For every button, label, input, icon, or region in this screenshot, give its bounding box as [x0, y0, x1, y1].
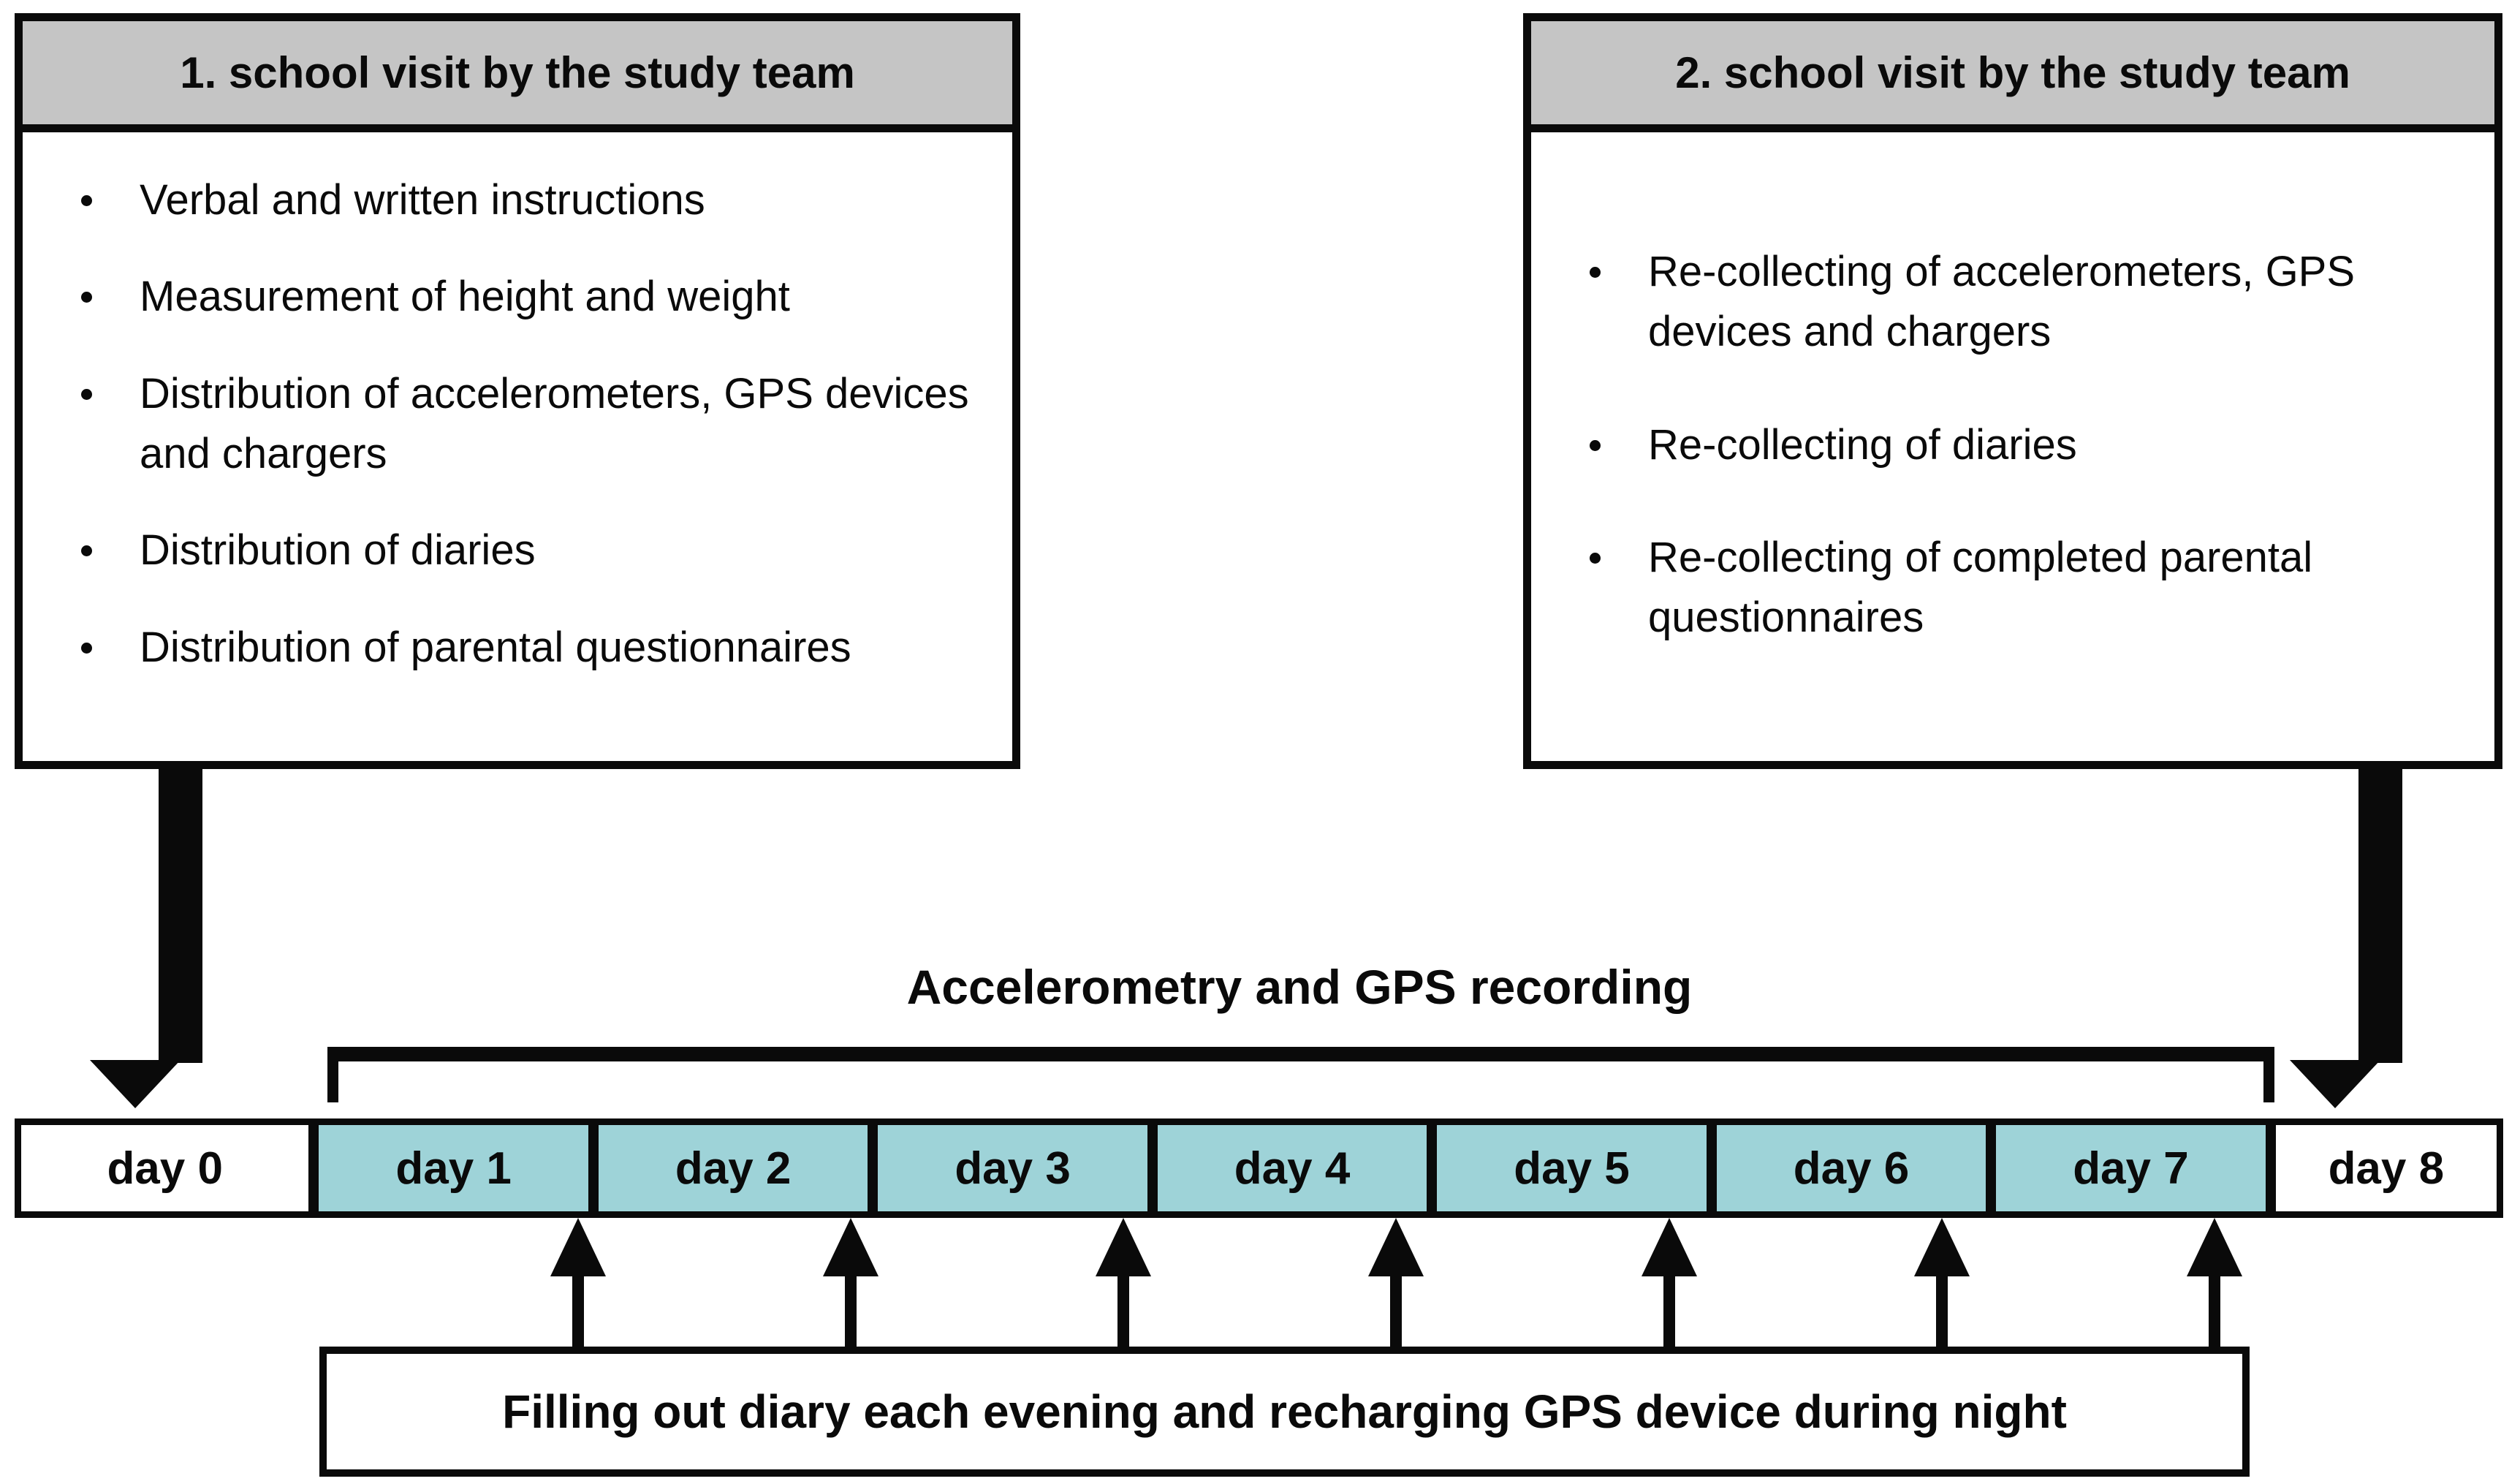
bullet-dot-icon	[1582, 528, 1648, 648]
recording-period-bracket	[327, 1047, 2274, 1102]
timeline-cell-day-8: day 8	[2265, 1125, 2497, 1211]
visit1-item-0: Verbal and written instructions	[74, 170, 983, 230]
up-arrow-icon-day-1	[550, 1218, 606, 1349]
up-arrow-icon-day-2	[823, 1218, 879, 1349]
visit1-box: 1. school visit by the study team Verbal…	[15, 13, 1020, 769]
up-arrow-icon-day-4	[1368, 1218, 1424, 1349]
recording-period-label: Accelerometry and GPS recording	[906, 960, 1693, 1014]
up-arrow-icon-day-5	[1641, 1218, 1697, 1349]
visit2-item-2: Re-collecting of completed parental ques…	[1582, 528, 2465, 648]
visit2-box: 2. school visit by the study team Re-col…	[1523, 13, 2502, 769]
bracket-right-tick	[2263, 1047, 2274, 1102]
day-label: day 5	[1514, 1143, 1630, 1194]
timeline-cell-day-2: day 2	[588, 1125, 868, 1211]
day-timeline: day 0 day 1 day 2 day 3 day 4 day 5 day 6 day 7…	[15, 1118, 2503, 1218]
day-label: day 7	[2073, 1143, 2189, 1194]
diary-box: Filling out diary each evening and recha…	[319, 1347, 2250, 1477]
bullet-dot-icon	[74, 520, 140, 580]
up-arrow-head	[1913, 1218, 1970, 1276]
bullet-dot-icon	[74, 267, 140, 327]
visit2-bullet-list: Re-collecting of accelerometers, GPS dev…	[1531, 132, 2494, 648]
bullet-dot-icon	[74, 364, 140, 485]
up-arrow-head	[550, 1218, 606, 1276]
up-arrow-shaft	[1935, 1275, 1948, 1349]
timeline-cell-day-4: day 4	[1147, 1125, 1427, 1211]
day-label: day 8	[2328, 1143, 2445, 1194]
bullet-dot-icon	[1582, 242, 1648, 363]
up-arrow-shaft	[1117, 1275, 1130, 1349]
day-label: day 3	[955, 1143, 1071, 1194]
visit1-title: 1. school visit by the study team	[23, 21, 1012, 132]
up-arrow-shaft	[572, 1275, 584, 1349]
visit1-item-4: Distribution of parental questionnaires	[74, 618, 983, 678]
bracket-left-tick	[327, 1047, 338, 1102]
visit1-item-text: Distribution of diaries	[140, 526, 536, 575]
bullet-dot-icon	[74, 170, 140, 230]
up-arrow-shaft	[1390, 1275, 1403, 1349]
visit2-down-arrow-icon	[2200, 768, 2520, 1111]
timeline-cell-day-5: day 5	[1427, 1125, 1707, 1211]
visit1-down-arrow-icon	[0, 768, 365, 1111]
up-arrow-head	[2186, 1218, 2242, 1276]
visit1-arrow-head	[90, 1060, 181, 1108]
visit2-title: 2. school visit by the study team	[1531, 21, 2494, 132]
visit2-arrow-shaft	[2358, 768, 2402, 1063]
timeline-cell-day-3: day 3	[868, 1125, 1147, 1211]
day-label: day 4	[1234, 1143, 1351, 1194]
day-label: day 2	[675, 1143, 792, 1194]
visit2-item-0: Re-collecting of accelerometers, GPS dev…	[1582, 242, 2465, 363]
timeline-cell-day-6: day 6	[1706, 1125, 1986, 1211]
timeline-cell-day-0: day 0	[21, 1125, 309, 1211]
up-arrow-icon-day-7	[2186, 1218, 2242, 1349]
up-arrow-icon-day-3	[1096, 1218, 1152, 1349]
visit2-item-text: Re-collecting of accelerometers, GPS dev…	[1648, 248, 2356, 356]
up-arrow-shaft	[845, 1275, 857, 1349]
visit1-item-text: Distribution of parental questionnaires	[140, 623, 851, 671]
visit1-item-3: Distribution of diaries	[74, 520, 983, 580]
up-arrow-shaft	[1663, 1275, 1675, 1349]
visit2-item-text: Re-collecting of completed parental ques…	[1648, 534, 2313, 642]
visit1-item-text: Measurement of height and weight	[140, 273, 790, 321]
visit1-arrow-shaft	[159, 768, 202, 1063]
diary-up-arrows	[319, 1218, 2250, 1349]
up-arrow-head	[1368, 1218, 1424, 1276]
visit1-item-1: Measurement of height and weight	[74, 267, 983, 327]
day-label: day 6	[1793, 1143, 1910, 1194]
bullet-dot-icon	[1582, 415, 1648, 475]
visit2-item-1: Re-collecting of diaries	[1582, 415, 2465, 475]
day-label: day 1	[395, 1143, 512, 1194]
up-arrow-shaft	[2208, 1275, 2220, 1349]
up-arrow-head	[823, 1218, 879, 1276]
timeline-cell-day-1: day 1	[308, 1125, 588, 1211]
timeline-cell-day-7: day 7	[1986, 1125, 2266, 1211]
up-arrow-icon-day-6	[1913, 1218, 1970, 1349]
up-arrow-head	[1641, 1218, 1697, 1276]
day-label: day 0	[107, 1143, 223, 1194]
visit1-item-2: Distribution of accelerometers, GPS devi…	[74, 364, 983, 485]
visit2-arrow-head	[2290, 1060, 2380, 1108]
visit1-item-text: Distribution of accelerometers, GPS devi…	[140, 369, 969, 478]
visit1-item-text: Verbal and written instructions	[140, 176, 705, 224]
up-arrow-head	[1096, 1218, 1152, 1276]
visit2-item-text: Re-collecting of diaries	[1648, 420, 2077, 469]
bullet-dot-icon	[74, 618, 140, 678]
